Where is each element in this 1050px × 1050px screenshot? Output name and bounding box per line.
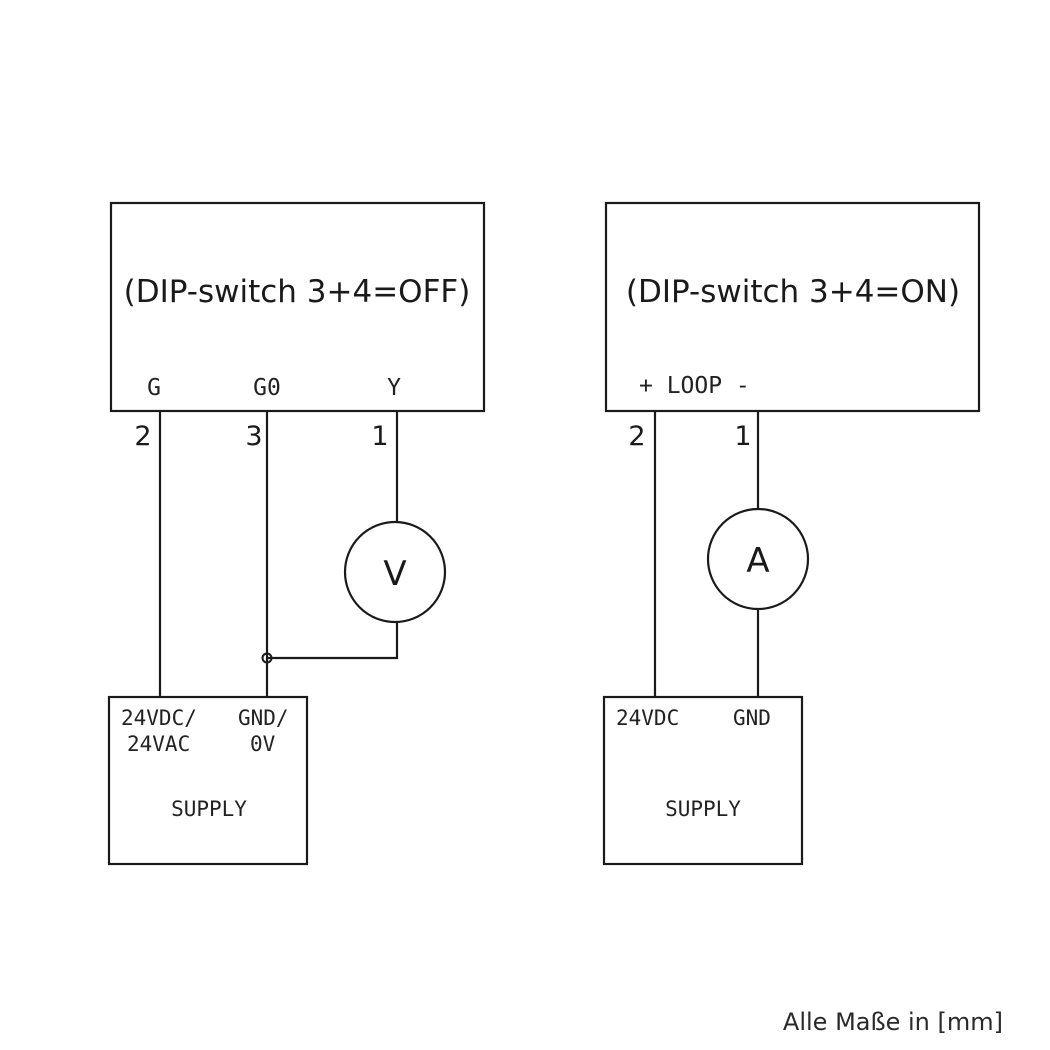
left-device-title: (DIP-switch 3+4=OFF) <box>124 274 471 310</box>
terminal-number-g0: 3 <box>245 421 262 452</box>
terminal-label-g0: G0 <box>253 375 281 401</box>
loop-terminal-number-plus: 2 <box>628 421 645 452</box>
terminal-label-g: G <box>147 375 161 401</box>
ammeter <box>706 507 810 611</box>
right-supply-box <box>602 695 804 866</box>
left-circuit: (DIP-switch 3+4=OFF) G G0 Y 2 3 1 V 24VD… <box>107 201 486 866</box>
right-supply-right: GND <box>733 706 771 730</box>
terminal-number-g: 2 <box>134 421 151 452</box>
right-supply-name: SUPPLY <box>665 797 741 821</box>
loop-terminal-number-minus: 1 <box>734 421 751 452</box>
right-device-box <box>604 201 981 413</box>
terminal-number-y: 1 <box>371 421 388 452</box>
voltmeter <box>343 520 447 624</box>
supply-left-line2: 24VAC <box>127 732 190 756</box>
left-supply-name: SUPPLY <box>171 797 247 821</box>
left-supply-box <box>107 695 309 866</box>
right-device-title: (DIP-switch 3+4=ON) <box>626 274 960 310</box>
supply-left-line1: 24VDC/ <box>121 706 197 730</box>
left-device-box <box>109 201 486 413</box>
wire-y-bottom <box>267 622 399 660</box>
junction-dot <box>261 652 273 664</box>
terminal-label-y: Y <box>387 375 401 401</box>
ammeter-symbol: A <box>746 541 769 581</box>
right-circuit: (DIP-switch 3+4=ON) + LOOP - 2 1 A 24VDC… <box>602 201 981 866</box>
dimensions-note: Alle Maße in [mm] <box>782 1008 1003 1036</box>
loop-terminal-label: + LOOP - <box>639 373 750 399</box>
right-supply-left: 24VDC <box>616 706 679 730</box>
supply-right-line1: GND/ <box>238 706 289 730</box>
supply-right-line2: 0V <box>250 732 276 756</box>
voltmeter-symbol: V <box>383 554 406 594</box>
